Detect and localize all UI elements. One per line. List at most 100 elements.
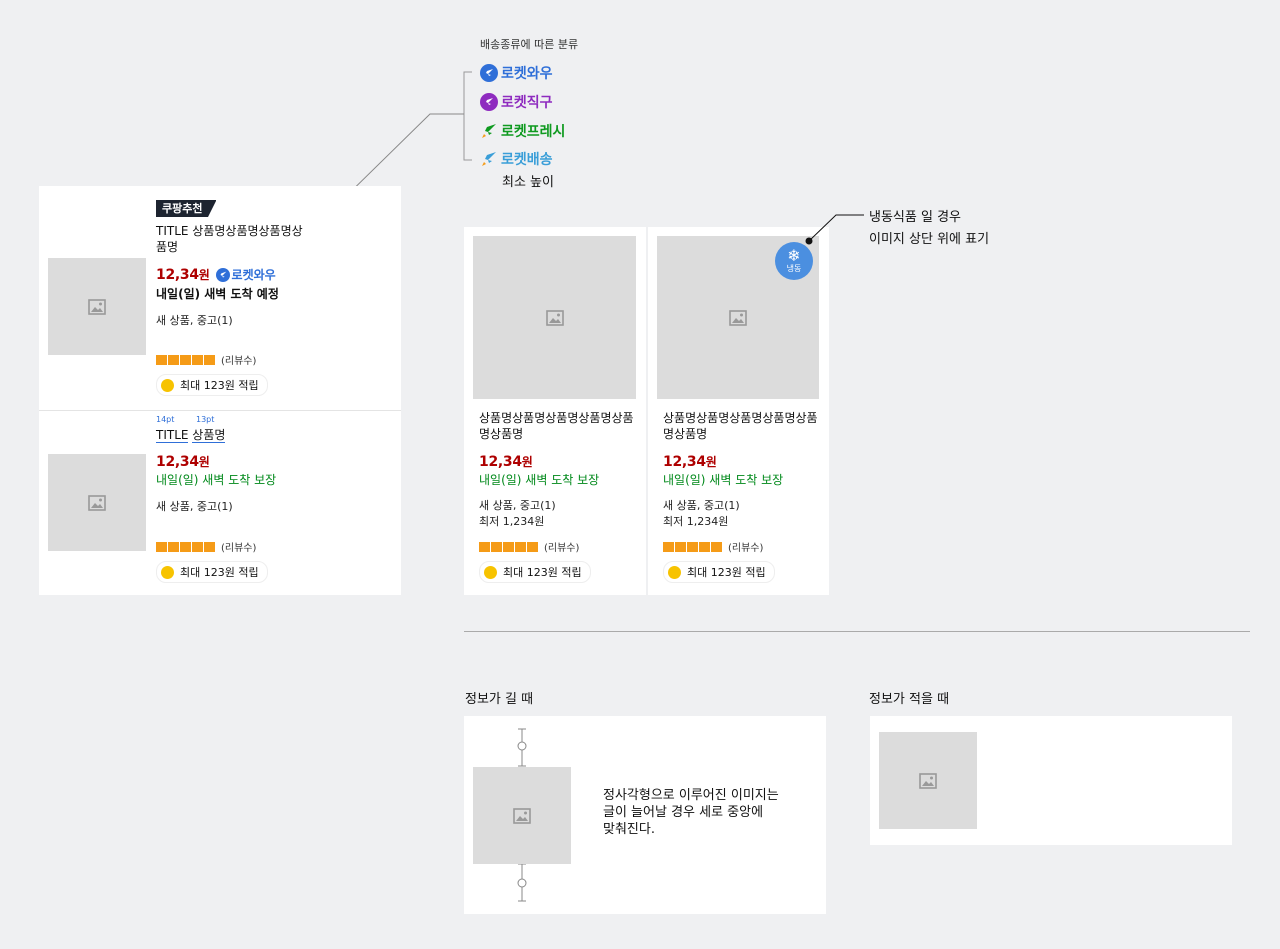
price: 12,34원 (156, 453, 210, 470)
reward-badge: 최대 123원 적립 (479, 561, 591, 583)
product-image-placeholder[interactable] (48, 454, 146, 551)
product-title[interactable]: 상품명상품명상품명상품명상품명상품명 (479, 411, 634, 441)
reward-text: 최대 123원 적립 (687, 566, 766, 579)
star-icon (711, 541, 722, 552)
star-icon (503, 541, 514, 552)
vertical-center-guide (517, 728, 527, 902)
legend-item-rocket-wow: 로켓와우 (480, 63, 553, 83)
price: 12,34원 (479, 453, 533, 470)
reward-text: 최대 123원 적립 (180, 566, 259, 579)
price-unit: 원 (705, 455, 717, 469)
lowest-price: 최저 1,234원 (663, 515, 729, 528)
long-info-line2: 글이 늘어날 경우 세로 중앙에 (603, 805, 764, 820)
legend-label-rocket-wow: 로켓와우 (501, 66, 553, 82)
product-title[interactable]: TITLE 상품명상품명상품명상품명 (156, 224, 303, 254)
condition-info: 새 상품, 중고(1) (479, 499, 556, 512)
condition-info: 새 상품, 중고(1) (156, 314, 233, 327)
reward-badge: 최대 123원 적립 (156, 561, 268, 583)
product-image-placeholder[interactable] (48, 258, 146, 355)
product-title-annotated[interactable]: TITLE 상품명 (156, 426, 226, 443)
star-icon (527, 541, 538, 552)
star-icon (168, 354, 179, 365)
star-rating: (리뷰수) (156, 352, 256, 367)
reward-badge: 최대 123원 적립 (663, 561, 775, 583)
short-info-heading: 정보가 적을 때 (869, 692, 950, 707)
legend-label-rocket-jikgu: 로켓직구 (501, 95, 553, 111)
rocket-icon (215, 267, 230, 282)
star-icon (663, 541, 674, 552)
price-value: 12,34 (479, 454, 522, 470)
coupang-recommend-badge: 쿠팡추천 (156, 200, 217, 217)
price-row: 12,34원 로켓와우 (156, 266, 276, 283)
name-word: 상품명 (192, 428, 226, 443)
legend-label-rocket-delivery: 로켓배송 (501, 152, 553, 168)
product-title[interactable]: 상품명상품명상품명상품명상품명상품명 (663, 411, 818, 441)
star-icon (699, 541, 710, 552)
long-info-heading: 정보가 길 때 (465, 692, 534, 707)
star-rating: (리뷰수) (156, 539, 256, 554)
star-icon (192, 541, 203, 552)
product-image-placeholder[interactable] (879, 732, 977, 829)
rocket-wow-tag: 로켓와우 (215, 266, 276, 283)
product-image-placeholder[interactable] (473, 767, 571, 864)
price-unit: 원 (198, 268, 210, 282)
snowflake-icon: ❄ (787, 246, 801, 265)
price-value: 12,34 (663, 454, 706, 470)
star-icon (204, 541, 215, 552)
star-icon (156, 354, 167, 365)
lowest-price: 최저 1,234원 (479, 515, 545, 528)
image-icon (88, 298, 106, 315)
frozen-connector (805, 214, 864, 245)
long-info-line3: 맞춰진다. (603, 822, 655, 837)
reward-text: 최대 123원 적립 (180, 379, 259, 392)
pt-annotation-title: 14pt (156, 415, 175, 424)
star-icon (156, 541, 167, 552)
price-unit: 원 (521, 455, 533, 469)
image-icon (88, 494, 106, 511)
legend-label-rocket-fresh: 로켓프레시 (501, 124, 566, 140)
frozen-note-line2: 이미지 상단 위에 표기 (869, 232, 990, 247)
long-info-line1: 정사각형으로 이루어진 이미지는 (603, 788, 779, 803)
price: 12,34원 (663, 453, 717, 470)
coin-icon (161, 378, 174, 392)
legend-item-rocket-delivery: 로켓배송 (480, 149, 553, 169)
legend-item-rocket-fresh: 로켓프레시 (480, 121, 565, 141)
pt-annotation-name: 13pt (196, 415, 215, 424)
image-icon (513, 807, 531, 824)
price: 12,34 (156, 267, 199, 283)
star-icon (515, 541, 526, 552)
section-divider (464, 631, 1250, 632)
rocket-wow-label: 로켓와우 (231, 268, 276, 282)
price-value: 12,34 (156, 454, 199, 470)
rocket-icon (480, 93, 498, 111)
star-icon (180, 354, 191, 365)
condition-info: 새 상품, 중고(1) (663, 499, 740, 512)
reward-badge: 최대 123원 적립 (156, 374, 268, 396)
frozen-label: 냉동 (786, 264, 802, 273)
list-divider (39, 410, 401, 411)
rocket-icon (480, 122, 498, 140)
condition-info: 새 상품, 중고(1) (156, 500, 233, 513)
arrival-info: 내일(일) 새벽 도착 보장 (479, 473, 600, 487)
arrival-info: 내일(일) 새벽 도착 보장 (156, 473, 277, 487)
reward-text: 최대 123원 적립 (503, 566, 582, 579)
product-image-placeholder[interactable] (473, 236, 636, 399)
review-count: (리뷰수) (221, 543, 257, 554)
star-icon (192, 354, 203, 365)
title-word: TITLE (156, 428, 189, 443)
star-icon (204, 354, 215, 365)
star-icon (675, 541, 686, 552)
frozen-badge: ❄ 냉동 (775, 242, 813, 280)
review-count: (리뷰수) (221, 356, 257, 367)
review-count: (리뷰수) (728, 543, 764, 554)
image-icon (919, 772, 937, 789)
rocket-icon (480, 64, 498, 82)
arrival-info: 내일(일) 새벽 도착 예정 (156, 287, 279, 301)
price-unit: 원 (198, 455, 210, 469)
star-icon (687, 541, 698, 552)
arrival-info: 내일(일) 새벽 도착 보장 (663, 473, 784, 487)
star-icon (479, 541, 490, 552)
image-icon (729, 309, 747, 326)
legend-heading: 배송종류에 따른 분류 (480, 38, 579, 51)
star-icon (491, 541, 502, 552)
